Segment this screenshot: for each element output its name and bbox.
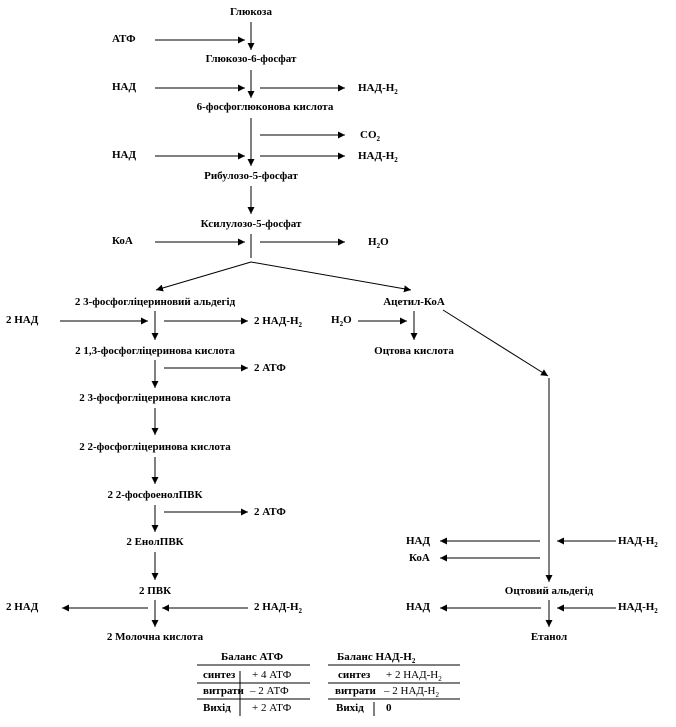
side-nadh-r1: НАД-Н2 [618,535,658,549]
side-nadh-r2: НАД-Н2 [618,601,658,615]
balance-atp-table: Баланс АТФ синтез + 4 АТФ витрати – 2 АТ… [197,651,310,716]
side-nadh-right: 2 НАД-Н2 [254,315,303,329]
balance-atp-title: Баланс АТФ [221,651,284,663]
node-pg3: 2 3-фосфогліцеринова кислота [79,392,231,404]
node-ethanol: Етанол [531,631,567,643]
side-koa-r: КоА [409,552,430,564]
node-enol: 2 ЕнолПВК [126,536,183,548]
balance-nad-r1-label: синтез [338,669,371,681]
balance-nad-table: Баланс НАД-Н2 синтез + 2 НАД-Н2 витрати … [328,651,460,716]
balance-nad-r2-value: – 2 НАД-Н2 [383,685,440,699]
side-nad-pvk: 2 НАД [6,601,39,613]
side-h2o-2: Н2О [331,314,352,328]
node-ribulose: Рибулозо-5-фосфат [204,170,298,182]
node-acetylcoa: Ацетил-КоА [383,296,445,308]
arrow-split-g3p [155,261,252,292]
node-g6p: Глюкозо-6-фосфат [206,53,297,65]
side-nad-r2: НАД [406,601,431,613]
side-atp-2: 2 АТФ [254,506,286,518]
balance-nad-title: Баланс НАД-Н2 [337,651,416,665]
node-xylulose: Ксилулозо-5-фосфат [201,218,302,230]
node-pg2: 2 2-фосфогліцеринова кислота [79,441,231,453]
arrow-acetylcoa-diag [442,309,549,377]
node-pvk: 2 ПВК [139,585,171,597]
side-nad-r1: НАД [406,535,431,547]
balance-atp-r2-label: витрати [203,685,245,697]
node-acetic: Оцтова кислота [374,345,454,357]
side-co2: CO2 [360,129,381,143]
side-nad-2: НАД [112,149,137,161]
balance-atp-r3-value: + 2 АТФ [252,702,292,714]
node-bpg: 2 1,3-фосфогліцеринова кислота [75,345,235,357]
side-h2o-1: Н2О [368,236,389,250]
balance-atp-r1-value: + 4 АТФ [252,669,292,681]
balance-nad-r2-label: витрати [335,685,377,697]
side-nadh-2: НАД-Н2 [358,150,398,164]
balance-nad-r1-value: + 2 НАД-Н2 [386,669,442,683]
balance-nad-r3-value: 0 [386,702,392,714]
balance-atp-r2-value: – 2 АТФ [249,685,289,697]
balance-nad-r3-label: Вихід [336,702,364,714]
balance-atp-r1-label: синтез [203,669,236,681]
node-acetaldehyde: Оцтовий альдегід [505,585,594,597]
node-glucose: Глюкоза [230,6,272,18]
node-pgluconic: 6-фосфоглюконова кислота [197,101,334,113]
side-nad-left: 2 НАД [6,314,39,326]
balance-atp-r3-label: Вихід [203,702,231,714]
node-g3p: 2 3-фосфогліцериновий альдегід [75,296,236,308]
node-pep: 2 2-фосфоенолПВК [108,489,203,501]
side-nad-1: НАД [112,81,137,93]
side-nadh-pvk: 2 НАД-Н2 [254,601,303,615]
side-atp-1: 2 АТФ [254,362,286,374]
side-atp-in: АТФ [112,33,136,45]
node-lactic: 2 Молочна кислота [107,631,204,643]
arrow-split-acetylcoa [250,261,412,293]
side-nadh-1: НАД-Н2 [358,82,398,96]
side-koa-1: КоА [112,235,133,247]
